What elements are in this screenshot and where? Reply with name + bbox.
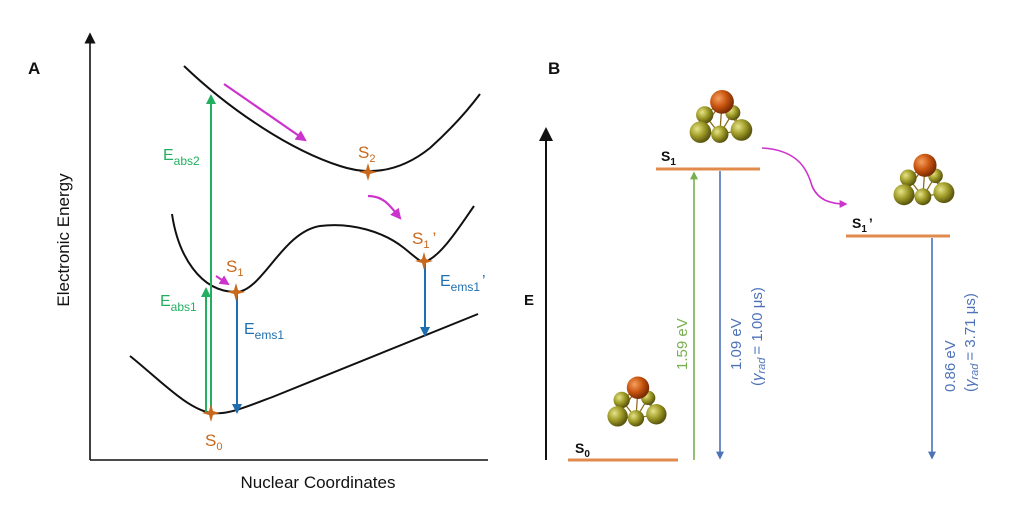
- x-axis-label: Nuclear Coordinates: [241, 473, 396, 492]
- b-emission1-lifetime: (γrad= 1.00 μs): [749, 287, 768, 386]
- relax-s2-arrow: [223, 83, 307, 142]
- a-s0-label: S0: [205, 431, 222, 453]
- b-s1p-cluster-image: [892, 153, 956, 206]
- s2-curve: [183, 65, 481, 173]
- b-s1-label: S1: [661, 148, 676, 168]
- b-absorption-label: 1.59 eV: [674, 318, 691, 370]
- s2-marker-star: [359, 163, 377, 181]
- s1-marker-star: [227, 283, 245, 301]
- b-energy-axis-label: E: [524, 292, 534, 309]
- abs2-label: Eabs2: [163, 147, 200, 168]
- ems1p-label: Eems1’: [440, 273, 486, 294]
- b-s1p-label: S1’: [852, 215, 873, 235]
- b-emission1-energy: 1.09 eV: [728, 318, 745, 370]
- a-s1p-label: S1’: [412, 229, 436, 251]
- s0-marker-star: [202, 404, 220, 422]
- panel-b-label: B: [548, 59, 560, 78]
- relax-s1p-arrow: [367, 194, 402, 220]
- b-s1-cluster-image: [688, 89, 753, 144]
- a-s1-label: S1: [226, 257, 243, 279]
- b-s0-label: S0: [575, 440, 590, 460]
- relax-s1-arrow: [215, 275, 230, 286]
- panel-a-label: A: [28, 59, 40, 78]
- b-emission2-lifetime: (γrad= 3.71 μs): [962, 293, 981, 392]
- b-s0-cluster-image: [606, 375, 668, 428]
- b-emission2-energy: 0.86 eV: [942, 340, 959, 392]
- a-s2-label: S2: [358, 143, 375, 165]
- abs1-label: Eabs1: [160, 293, 197, 314]
- y-axis-label: Electronic Energy: [54, 173, 73, 307]
- s1p-marker-star: [415, 252, 433, 270]
- b-relax-arrow: [761, 147, 848, 208]
- ems1-label: Eems1: [244, 321, 284, 342]
